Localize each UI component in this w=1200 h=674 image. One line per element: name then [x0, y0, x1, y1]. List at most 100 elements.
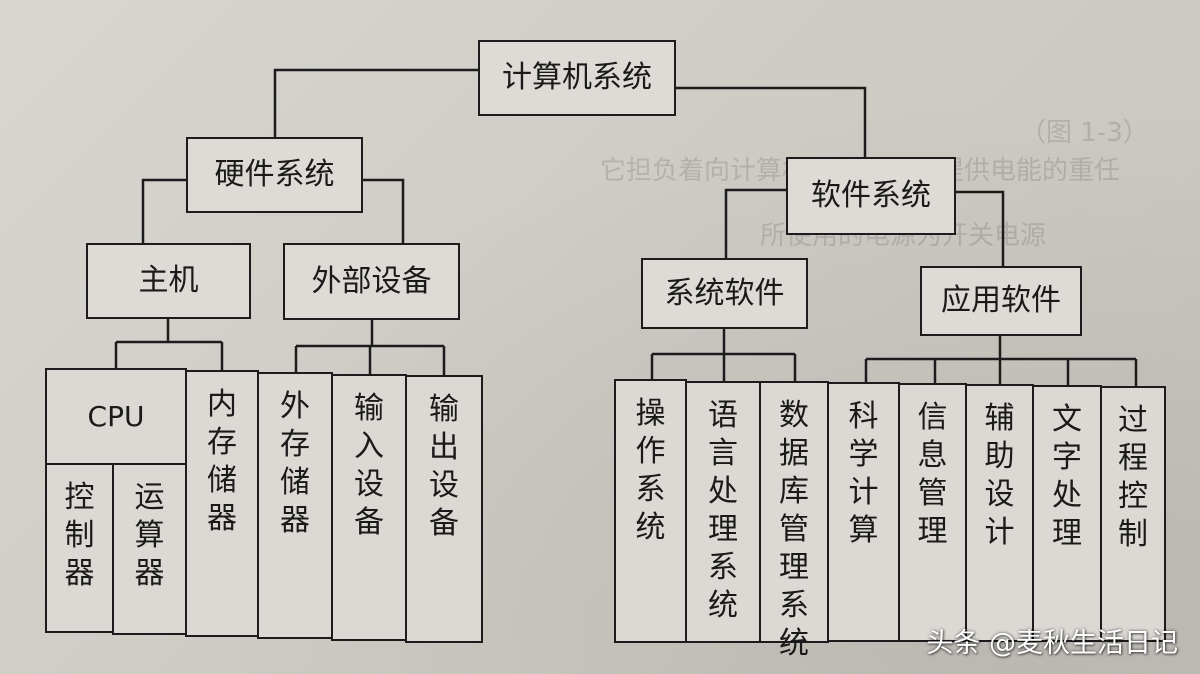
cell-information-management-label: 信息管理 [900, 399, 965, 551]
vertical-char: 理 [708, 512, 738, 547]
node-application-software: 应用软件 [920, 266, 1082, 336]
vertical-char: 语 [708, 398, 738, 433]
connector-root-software [676, 86, 867, 157]
vertical-char: 文 [1052, 402, 1082, 437]
vertical-char: 备 [354, 505, 384, 540]
vertical-char: 助 [984, 439, 1015, 474]
node-hardware-system-label: 硬件系统 [214, 157, 335, 192]
vertical-char: 言 [708, 436, 738, 471]
vertical-char: 过 [1118, 403, 1148, 438]
cell-cpu: CPU [45, 368, 187, 465]
node-system-software-label: 系统软件 [664, 275, 785, 311]
vertical-char: 息 [917, 438, 948, 473]
vertical-char: 存 [207, 425, 237, 460]
node-host-label: 主机 [138, 263, 199, 298]
vertical-char: 管 [779, 512, 809, 547]
cell-controller-label: 控制器 [47, 479, 112, 593]
cell-controller: 控制器 [45, 463, 114, 633]
cell-language-processing-label: 语言处理系统 [687, 397, 759, 625]
cell-dbms: 数据库管理系统 [759, 381, 829, 661]
vertical-char: 系 [779, 588, 809, 623]
cell-memory-label: 内存储器 [187, 386, 257, 538]
connector-software-system [724, 188, 786, 258]
node-computer-system-label: 计算机系统 [502, 60, 652, 95]
vertical-char: 数 [779, 398, 809, 433]
cell-process-control-label: 过程控制 [1102, 402, 1164, 554]
vertical-char: 程 [1118, 441, 1148, 476]
vertical-char: 库 [779, 474, 809, 509]
cell-operating-system-label: 操作系统 [616, 395, 685, 547]
vertical-char: 处 [708, 474, 738, 509]
vertical-char: 器 [134, 556, 165, 591]
cell-cpu-label: CPU [87, 400, 145, 433]
cell-alu: 运算器 [112, 463, 187, 635]
vertical-char: 操 [635, 396, 666, 431]
cell-input-devices: 输入设备 [331, 374, 407, 641]
connector-hardware-host [141, 178, 186, 243]
node-software-system-label: 软件系统 [811, 178, 931, 213]
connector-root-hardware [273, 68, 478, 137]
vertical-char: 计 [984, 515, 1015, 550]
vertical-char: 备 [429, 506, 459, 541]
vertical-char: 管 [917, 476, 948, 511]
cell-alu-label: 运算器 [114, 479, 185, 593]
cell-operating-system: 操作系统 [614, 379, 687, 643]
cell-external-storage-label: 外存储器 [259, 388, 331, 540]
vertical-char: 制 [64, 518, 95, 553]
vertical-char: 系 [635, 472, 666, 507]
vertical-char: 储 [207, 463, 237, 498]
vertical-char: 制 [1118, 517, 1148, 552]
node-system-software: 系统软件 [641, 258, 808, 329]
watermark-text: 头条 @麦秋生活日记 [926, 628, 1178, 659]
cell-output-devices: 输出设备 [405, 375, 483, 643]
vertical-char: 器 [207, 501, 237, 536]
cell-dbms-label: 数据库管理系统 [761, 397, 827, 663]
vertical-char: 设 [429, 468, 459, 503]
vertical-char: 器 [280, 503, 310, 538]
node-host: 主机 [86, 243, 251, 319]
vertical-char: 理 [1052, 516, 1082, 551]
vertical-char: 统 [708, 588, 738, 623]
vertical-char: 内 [207, 387, 237, 422]
vertical-char: 输 [429, 392, 459, 427]
cell-aided-design: 辅助设计 [965, 384, 1034, 642]
vertical-char: 外 [280, 389, 310, 424]
vertical-char: 统 [635, 510, 666, 545]
vertical-char: 运 [134, 480, 165, 515]
vertical-char: 信 [917, 400, 948, 435]
cell-scientific-computing: 科学计算 [827, 382, 900, 642]
vertical-char: 作 [635, 434, 666, 469]
node-application-software-label: 应用软件 [941, 283, 1061, 318]
node-hardware-system: 硬件系统 [186, 137, 363, 213]
vertical-char: 存 [280, 427, 310, 462]
vertical-char: 处 [1052, 478, 1082, 513]
cell-memory: 内存储器 [185, 370, 259, 637]
vertical-char: 字 [1052, 440, 1082, 475]
cell-output-devices-label: 输出设备 [407, 391, 481, 543]
node-software-system: 软件系统 [786, 157, 956, 235]
cell-input-devices-label: 输入设备 [333, 390, 405, 542]
node-peripherals-label: 外部设备 [311, 263, 432, 299]
cell-process-control: 过程控制 [1100, 386, 1166, 642]
node-computer-system: 计算机系统 [478, 40, 676, 116]
connector-hardware-peripherals [363, 178, 405, 243]
vertical-char: 器 [64, 556, 95, 591]
cell-text-processing: 文字处理 [1032, 385, 1102, 642]
vertical-char: 计 [848, 475, 879, 510]
cell-language-processing: 语言处理系统 [685, 381, 761, 643]
cell-information-management: 信息管理 [898, 383, 967, 642]
connector-software-application [956, 190, 1005, 266]
vertical-char: 控 [1118, 479, 1148, 514]
vertical-char: 控 [64, 480, 95, 515]
vertical-char: 储 [280, 465, 310, 500]
vertical-char: 学 [848, 437, 879, 472]
cell-external-storage: 外存储器 [257, 372, 333, 639]
vertical-char: 算 [134, 518, 165, 553]
node-peripherals: 外部设备 [283, 243, 460, 320]
cell-aided-design-label: 辅助设计 [967, 400, 1032, 552]
vertical-char: 入 [354, 429, 384, 464]
vertical-char: 设 [354, 467, 384, 502]
vertical-char: 理 [917, 514, 948, 549]
